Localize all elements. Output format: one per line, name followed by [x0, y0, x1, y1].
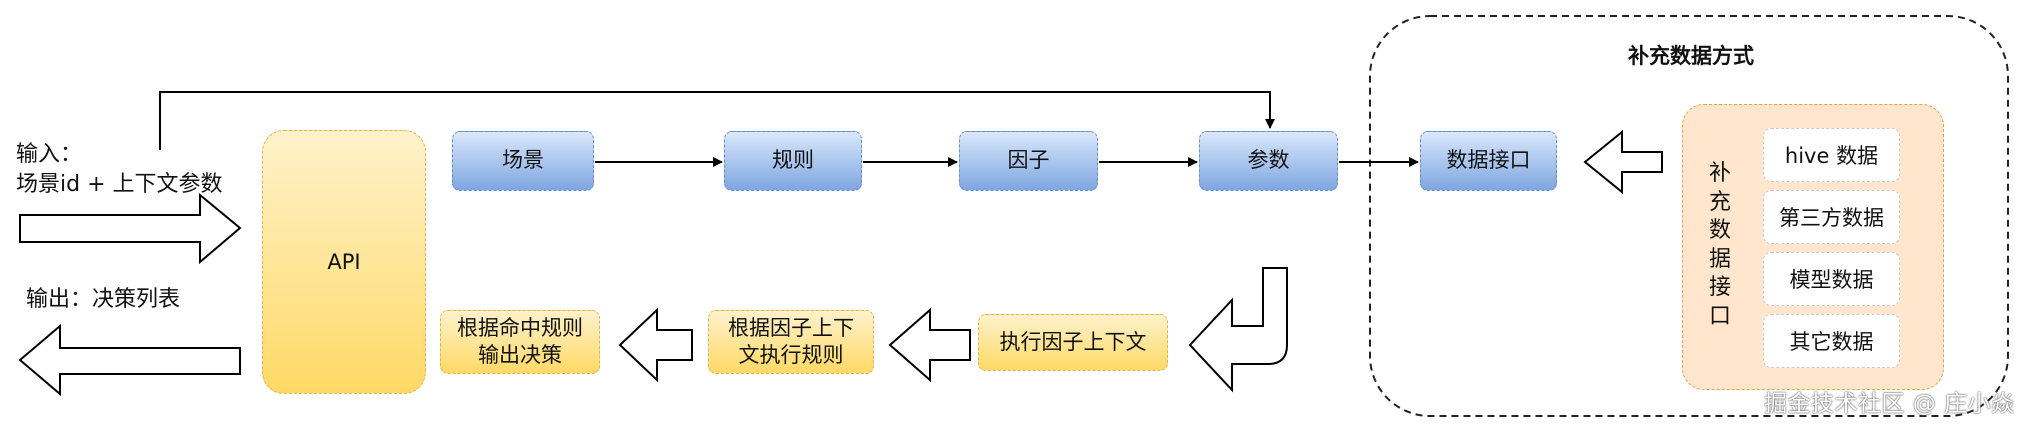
watermark: 掘金技术社区 @ 庄小焱 — [1764, 391, 2015, 417]
input-hollow-arrow — [19, 192, 242, 265]
api-node: API — [262, 130, 426, 394]
supplement-group-border — [1369, 15, 2009, 417]
output-hollow-arrow — [18, 323, 241, 397]
reverse-hollow-arrow-1 — [888, 307, 971, 383]
source-other: 其它数据 — [1763, 314, 1900, 368]
factor-node: 因子 — [959, 131, 1098, 191]
loop-arrow-input-to-param — [159, 91, 1275, 150]
source-third-party: 第三方数据 — [1763, 190, 1900, 244]
scene-node: 场景 — [452, 131, 594, 191]
decide-node: 根据命中规则输出决策 — [440, 310, 600, 374]
data-interface-node: 数据接口 — [1420, 131, 1557, 191]
supplement-hollow-arrow — [1583, 129, 1663, 195]
source-hive: hive 数据 — [1763, 128, 1900, 182]
uturn-hollow-arrow — [1188, 267, 1288, 393]
exec-rule-node: 根据因子上下文执行规则 — [708, 310, 874, 374]
output-label: 输出：决策列表 — [26, 287, 181, 312]
source-model: 模型数据 — [1763, 252, 1900, 306]
param-node: 参数 — [1199, 131, 1338, 191]
exec-factor-node: 执行因子上下文 — [978, 314, 1168, 371]
supplement-panel-label: 补充数据接口 — [1708, 161, 1731, 329]
reverse-hollow-arrow-2 — [618, 307, 693, 383]
rule-node: 规则 — [724, 131, 862, 191]
input-label: 输入： 场景id + 上下文参数 — [16, 142, 223, 197]
supplement-group-title: 补充数据方式 — [1628, 44, 1754, 68]
